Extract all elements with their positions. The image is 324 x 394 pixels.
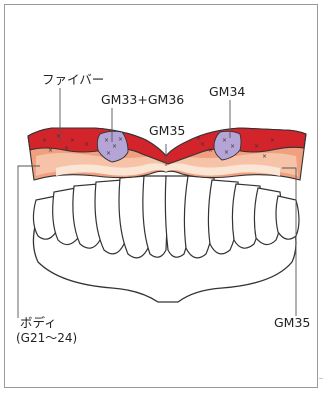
label-gm35-bottom: GM35 — [274, 316, 310, 330]
label-fiber: ファイバー — [42, 73, 104, 87]
label-gm33-gm36: GM33+GM36 — [101, 93, 184, 107]
svg-text:×: × — [224, 149, 229, 156]
svg-text:×: × — [48, 147, 53, 154]
label-gm34: GM34 — [209, 85, 245, 99]
svg-text:×: × — [104, 137, 109, 144]
svg-text:×: × — [42, 137, 47, 144]
svg-text:×: × — [200, 141, 205, 148]
svg-text:×: × — [70, 137, 75, 144]
svg-text:×: × — [270, 137, 275, 144]
svg-text:×: × — [254, 143, 259, 150]
label-body-range: (G21〜24) — [16, 332, 77, 346]
svg-text:×: × — [84, 141, 89, 148]
svg-text:×: × — [230, 143, 235, 150]
svg-text:×: × — [64, 145, 69, 152]
svg-text:×: × — [106, 150, 111, 157]
svg-text:×: × — [112, 143, 117, 150]
svg-text:×: × — [118, 136, 123, 143]
svg-text:×: × — [262, 153, 267, 160]
svg-text:×: × — [222, 137, 227, 144]
label-body: ボディ — [20, 316, 57, 330]
svg-text:×: × — [208, 147, 213, 154]
label-gm35-top: GM35 — [149, 124, 185, 138]
svg-text:×: × — [196, 135, 201, 142]
